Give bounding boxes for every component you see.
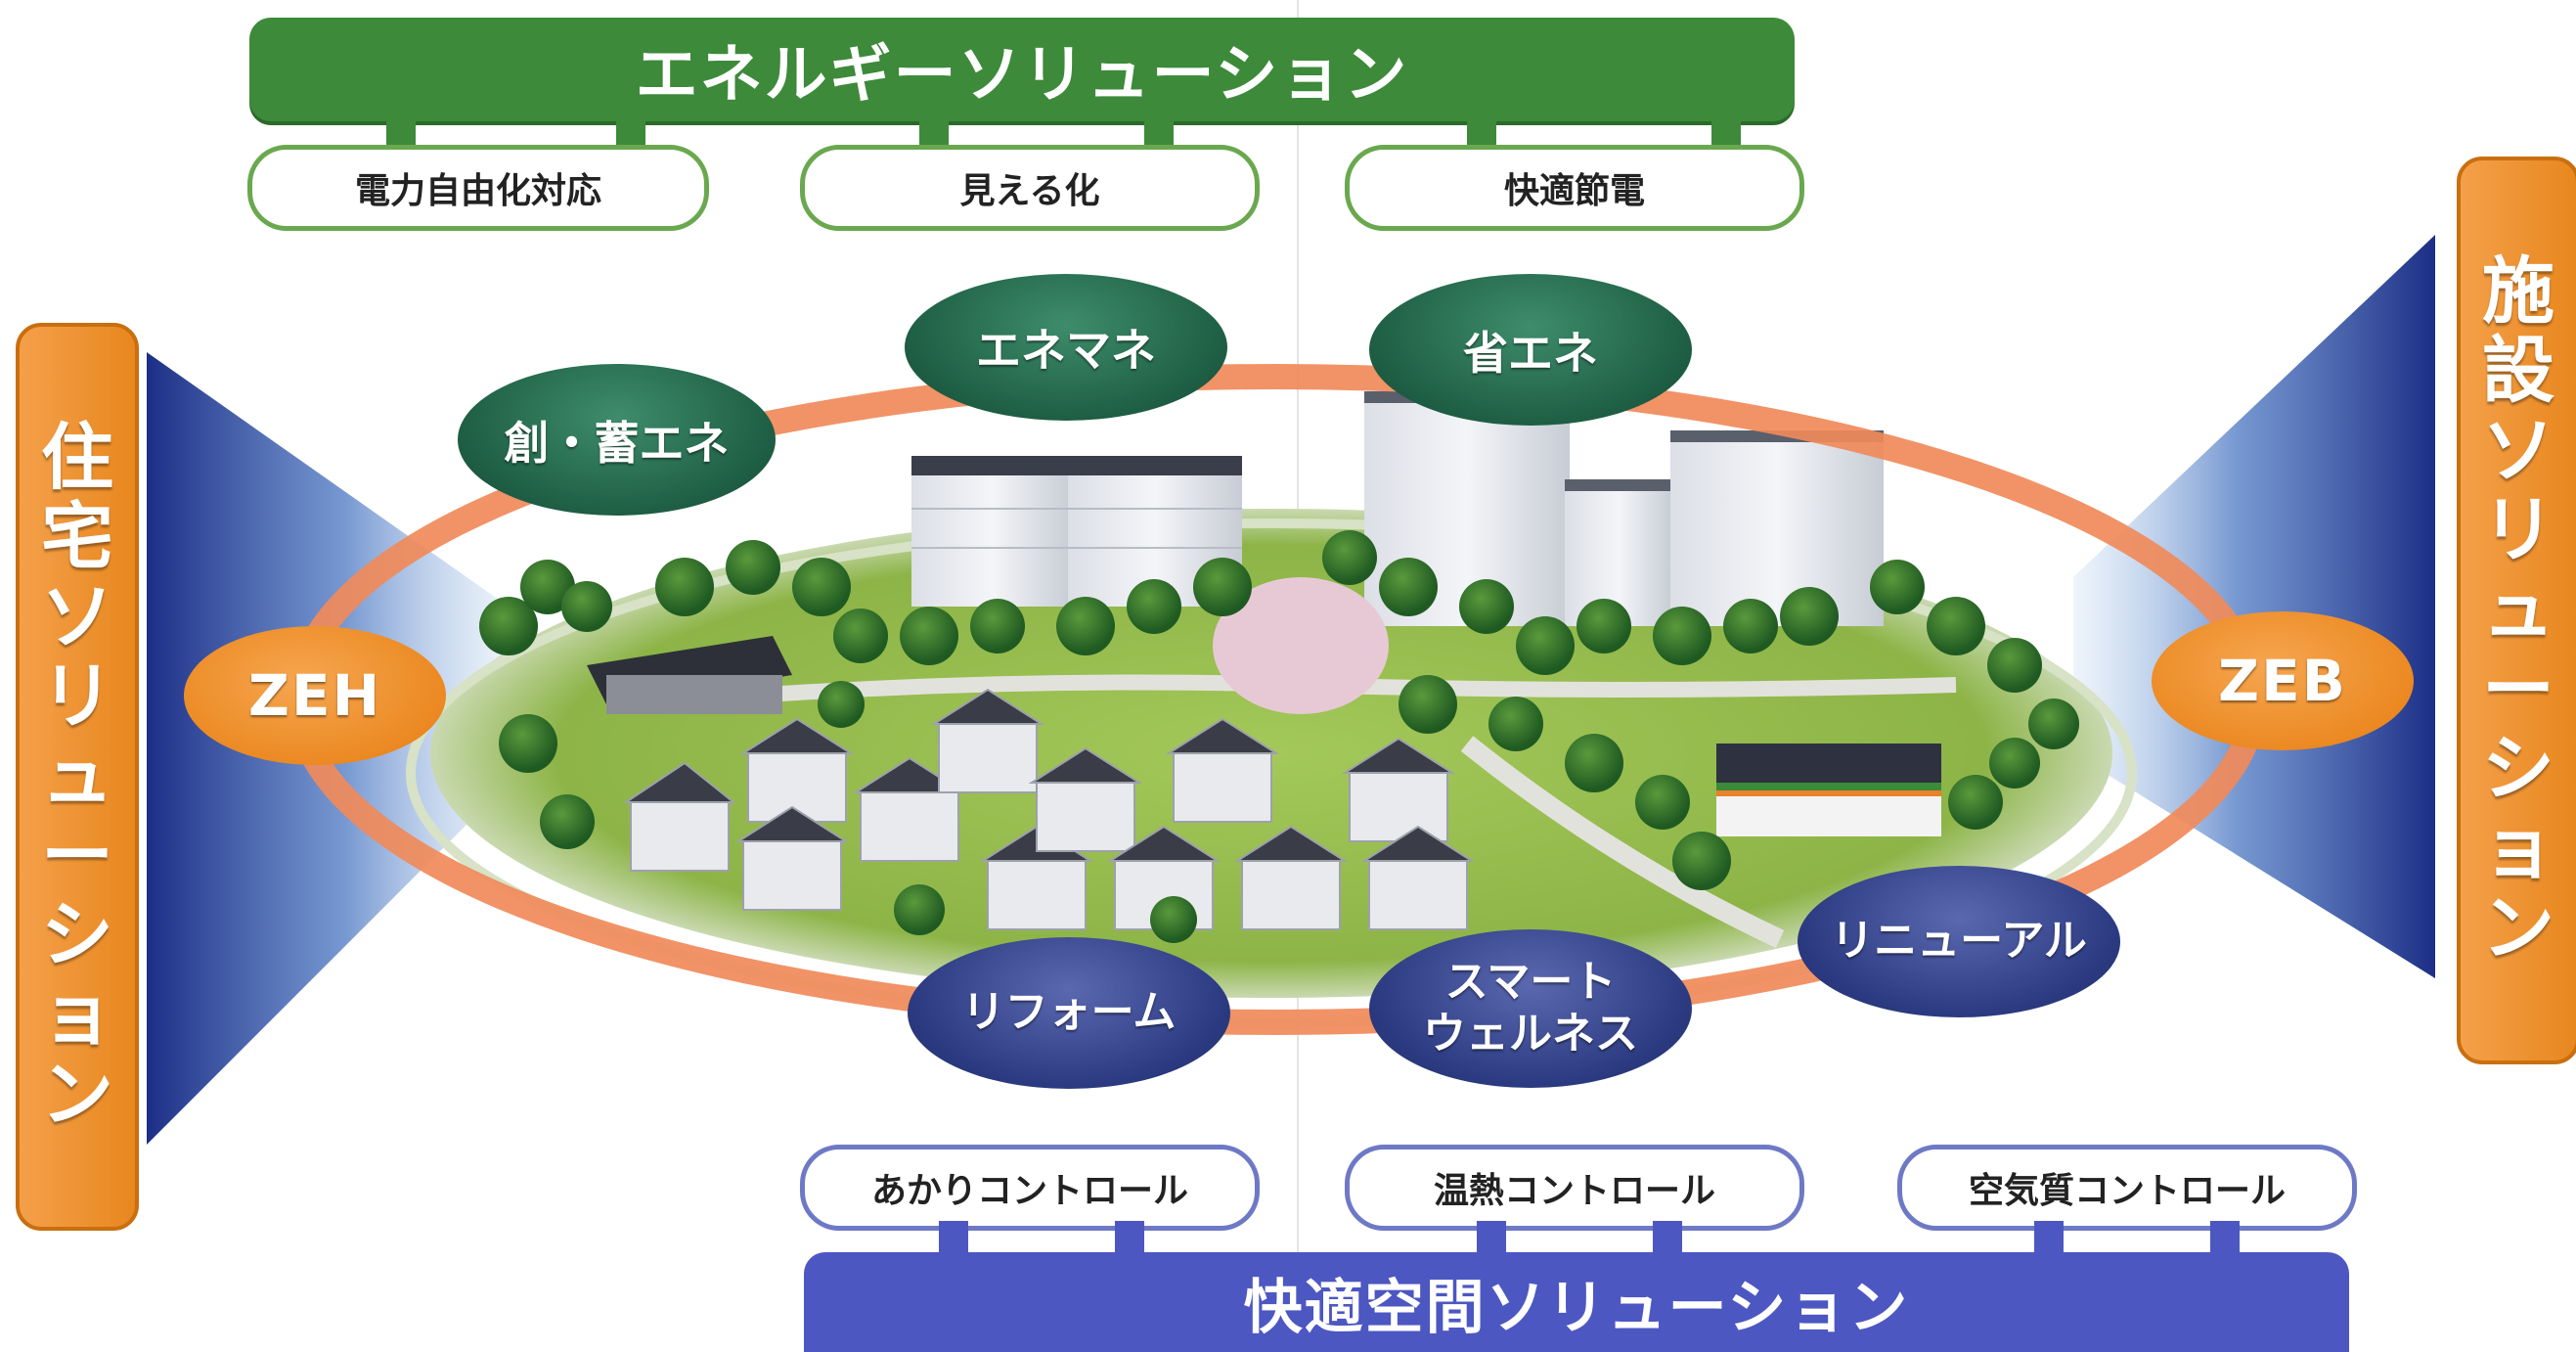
side-char: シ xyxy=(2482,727,2554,812)
energy-solution-banner: エネルギーソリューション xyxy=(249,18,1795,121)
right-beam xyxy=(2073,235,2435,978)
side-char: 設 xyxy=(2482,329,2554,414)
banner-connector xyxy=(919,119,949,149)
reform-node: リフォーム xyxy=(908,937,1230,1089)
zeh-node: ZEH xyxy=(184,626,446,765)
banner-connector xyxy=(2210,1221,2240,1256)
sou-chiku-ene-node: 創・蓄エネ xyxy=(458,364,776,516)
banner-connector xyxy=(939,1221,968,1256)
comfort-space-solution-banner: 快適空間ソリューション xyxy=(804,1252,2349,1352)
banner-connector xyxy=(1115,1221,1144,1256)
renewal-node: リニューアル xyxy=(1798,866,2120,1017)
side-char: ー xyxy=(2482,647,2554,732)
comfort-item-pill: 空気質コントロール xyxy=(1897,1145,2357,1231)
trees xyxy=(479,530,2079,943)
cherry-tree xyxy=(1213,577,1389,714)
banner-connector xyxy=(386,119,416,149)
comfort-item-pill: 温熱コントロール xyxy=(1345,1145,1804,1231)
office-buildings-left xyxy=(911,456,1242,607)
banner-connector xyxy=(1144,119,1174,149)
side-char: ュ xyxy=(41,734,113,819)
smart-wellness-line2: ウェルネス xyxy=(1423,1009,1638,1059)
side-char: リ xyxy=(41,653,113,739)
banner-connector xyxy=(1653,1221,1682,1256)
banner-connector xyxy=(1477,1221,1506,1256)
zeb-node: ZEB xyxy=(2152,611,2414,750)
side-char: ュ xyxy=(2482,567,2554,653)
facility-solution-banner: 施 設 ソ リ ュ ー シ ョ ン xyxy=(2457,157,2576,1064)
banner-connector xyxy=(1711,119,1741,149)
energy-item-pill: 快適節電 xyxy=(1345,145,1804,231)
housing-solution-banner: 住 宅 ソ リ ュ ー シ ョ ン xyxy=(16,323,139,1231)
side-char: リ xyxy=(2482,487,2554,572)
shou-ene-node: 省エネ xyxy=(1369,274,1692,426)
side-char: ョ xyxy=(41,972,113,1058)
energy-item-pill: 電力自由化対応 xyxy=(247,145,709,231)
enemane-node: エネマネ xyxy=(905,274,1227,421)
side-char: ソ xyxy=(41,574,113,659)
side-char: 宅 xyxy=(41,495,113,580)
side-char: ン xyxy=(41,1052,113,1137)
side-char: シ xyxy=(41,893,113,978)
energy-item-pill: 見える化 xyxy=(800,145,1260,231)
houses xyxy=(622,688,1476,930)
side-char: ソ xyxy=(2482,408,2554,493)
banner-connector xyxy=(1467,119,1496,149)
comfort-item-pill: あかりコントロール xyxy=(800,1145,1260,1231)
carport xyxy=(587,636,792,714)
side-char: ー xyxy=(41,813,113,898)
side-char: 施 xyxy=(2482,248,2554,334)
side-char: ョ xyxy=(2482,806,2554,891)
banner-connector xyxy=(2034,1221,2064,1256)
smart-wellness-node: スマート ウェルネス xyxy=(1369,929,1692,1088)
smart-wellness-line1: スマート xyxy=(1444,957,1617,1008)
side-char: ン xyxy=(2482,885,2554,970)
side-char: 住 xyxy=(41,415,113,500)
convenience-store xyxy=(1716,744,1941,836)
banner-connector xyxy=(616,119,645,149)
